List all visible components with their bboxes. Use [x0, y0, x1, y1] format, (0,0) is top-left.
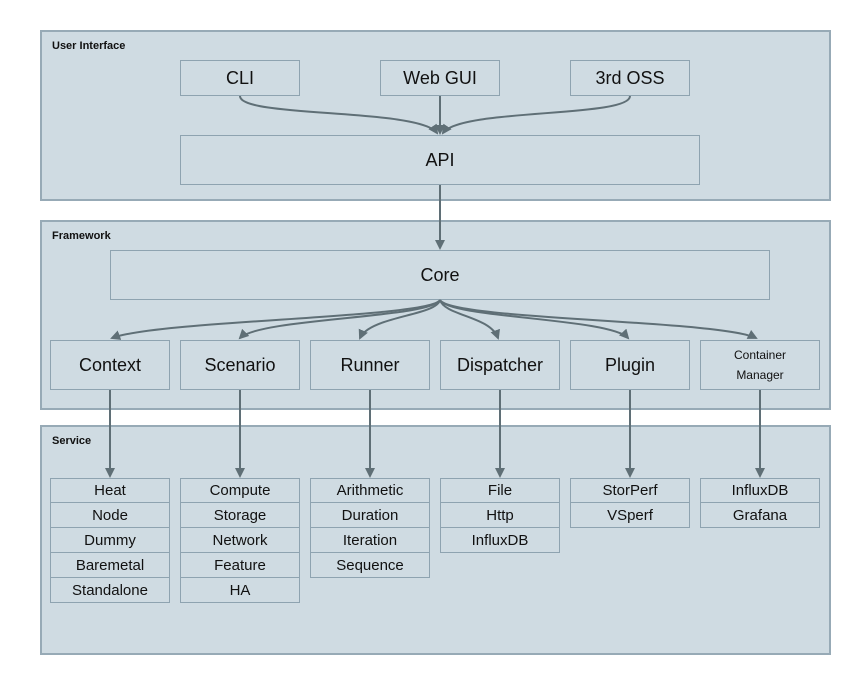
service-item: Sequence — [310, 553, 430, 578]
container-manager-line1: Container — [733, 348, 787, 362]
framework-title: Framework — [52, 230, 111, 242]
service-item: Heat — [50, 478, 170, 503]
container-manager-line2: Manager — [736, 368, 784, 382]
service-item: VSperf — [570, 503, 690, 528]
user-interface-title: User Interface — [52, 40, 126, 52]
scenario-services: Compute Storage Network Feature HA — [180, 478, 300, 603]
cli-box: CLI — [180, 60, 300, 96]
api-box: API — [180, 135, 700, 185]
context-services: Heat Node Dummy Baremetal Standalone — [50, 478, 170, 603]
container-services: InfluxDB Grafana — [700, 478, 820, 528]
service-title: Service — [52, 435, 92, 447]
service-item: Dummy — [50, 528, 170, 553]
service-item: File — [440, 478, 560, 503]
3rd-oss-box: 3rd OSS — [570, 60, 690, 96]
container-manager-box: Container Manager — [700, 340, 820, 390]
service-item: Grafana — [700, 503, 820, 528]
service-item: Compute — [180, 478, 300, 503]
web-gui-box: Web GUI — [380, 60, 500, 96]
service-item: InfluxDB — [440, 528, 560, 553]
service-item: Feature — [180, 553, 300, 578]
service-item: Arithmetic — [310, 478, 430, 503]
core-box: Core — [110, 250, 770, 300]
plugin-box: Plugin — [570, 340, 690, 390]
runner-box: Runner — [310, 340, 430, 390]
scenario-box: Scenario — [180, 340, 300, 390]
service-item: Duration — [310, 503, 430, 528]
service-item: Iteration — [310, 528, 430, 553]
service-item: Http — [440, 503, 560, 528]
service-item: StorPerf — [570, 478, 690, 503]
service-item: HA — [180, 578, 300, 603]
context-box: Context — [50, 340, 170, 390]
service-item: Baremetal — [50, 553, 170, 578]
service-layer: Service — [40, 425, 831, 655]
dispatcher-services: File Http InfluxDB — [440, 478, 560, 553]
service-item: Standalone — [50, 578, 170, 603]
service-item: Network — [180, 528, 300, 553]
service-item: Storage — [180, 503, 300, 528]
service-item: InfluxDB — [700, 478, 820, 503]
plugin-services: StorPerf VSperf — [570, 478, 690, 528]
runner-services: Arithmetic Duration Iteration Sequence — [310, 478, 430, 578]
dispatcher-box: Dispatcher — [440, 340, 560, 390]
service-item: Node — [50, 503, 170, 528]
